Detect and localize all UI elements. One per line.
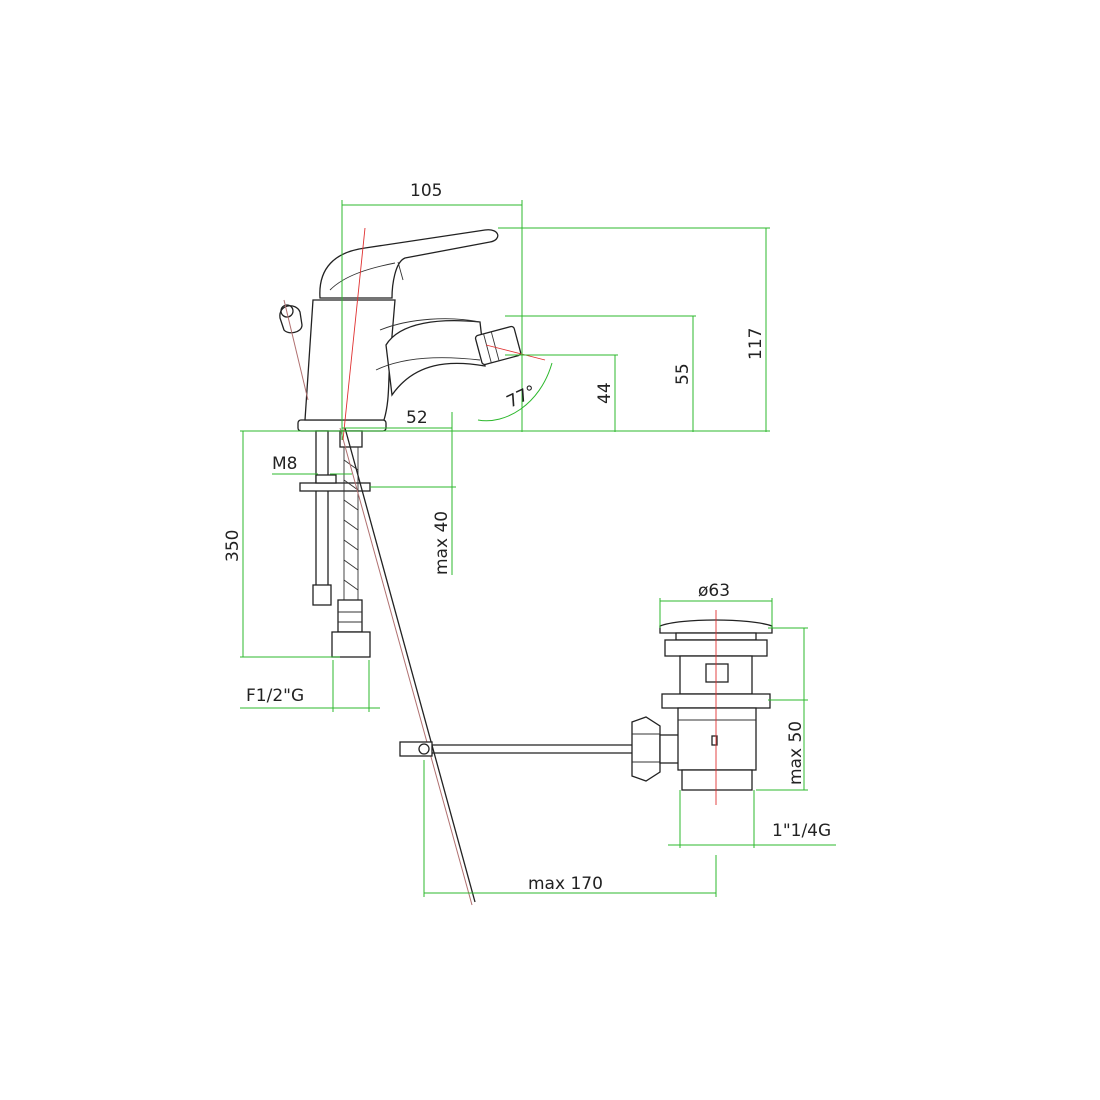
- dim-max50: max 50: [786, 721, 806, 785]
- dim-117: 117: [746, 328, 766, 360]
- dim-max170: max 170: [528, 874, 603, 894]
- dim-max40: max 40: [432, 511, 452, 575]
- dim-d63: ø63: [698, 581, 730, 601]
- dimension-labels: 105 117 55 44 52 77° M8 max 40 350 F1/2"…: [223, 181, 831, 894]
- center-axes: [342, 227, 717, 805]
- dim-350: 350: [223, 530, 243, 562]
- dim-44: 44: [595, 382, 615, 404]
- dim-m8: M8: [272, 454, 297, 474]
- dim-angle: 77°: [504, 382, 540, 413]
- dimension-lines: [240, 200, 836, 897]
- fixing-assembly: [299, 427, 476, 906]
- dim-52: 52: [406, 408, 428, 428]
- dim-105: 105: [410, 181, 442, 201]
- dim-1-14g: 1"1/4G: [772, 821, 831, 841]
- dim-55: 55: [673, 363, 693, 385]
- dim-f12g: F1/2"G: [246, 686, 304, 706]
- popup-waste: [432, 619, 773, 791]
- mixer-tap: [279, 229, 522, 432]
